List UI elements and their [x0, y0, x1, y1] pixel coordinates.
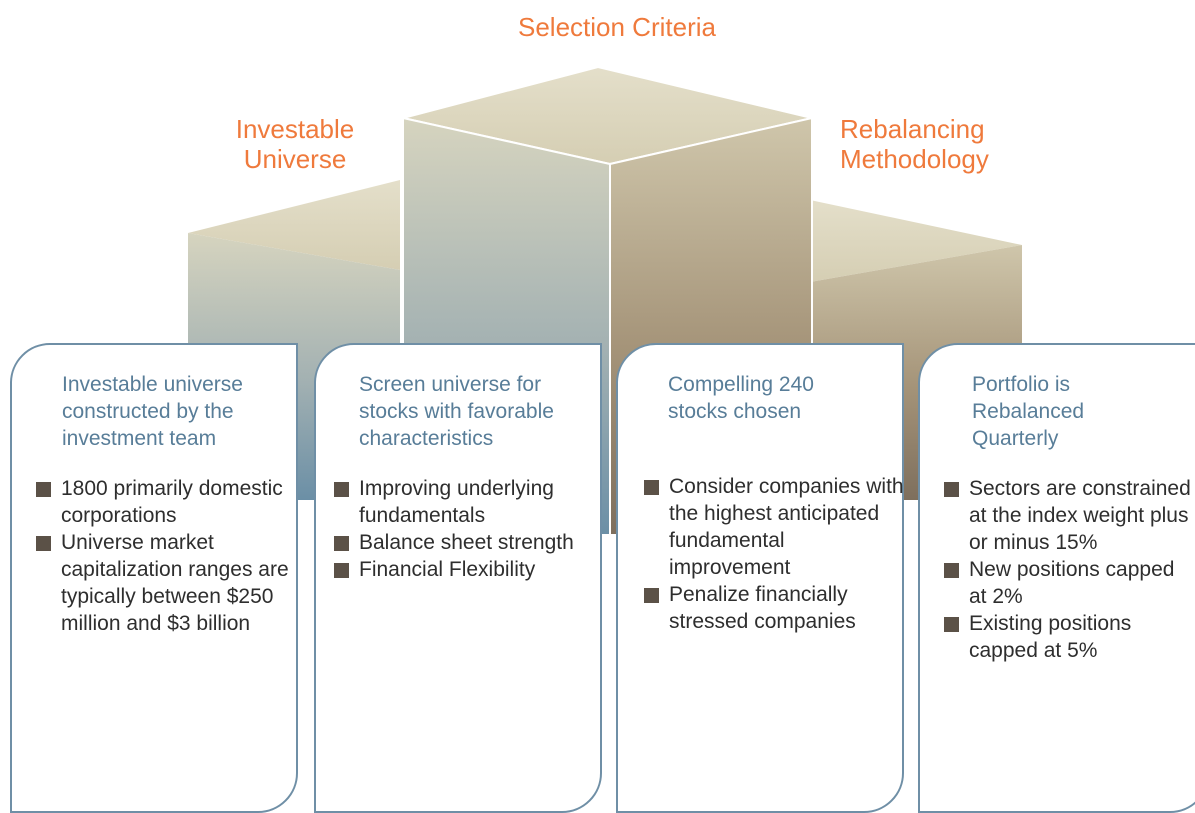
right-cube-top [810, 200, 1022, 282]
bullet-square-icon [644, 480, 659, 495]
selection-criteria-title: Selection Criteria [518, 12, 716, 42]
list-item: Balance sheet strength [332, 529, 594, 556]
card-header: Portfolio is Rebalanced Quarterly [972, 373, 1085, 450]
bullet-square-icon [334, 536, 349, 551]
bullet-square-icon [944, 617, 959, 632]
investable-universe-title: Investable Universe [235, 114, 355, 174]
bullet-square-icon [36, 482, 51, 497]
bullet-list: 1800 primarily domestic corporations Uni… [34, 475, 294, 637]
list-item: Sectors are constrained at the index wei… [942, 475, 1195, 556]
list-item: Improving underlying fundamentals [332, 475, 594, 529]
bullet-square-icon [36, 536, 51, 551]
rebalancing-methodology-title: Rebalancing Methodology [840, 114, 989, 174]
card-header: Compelling 240 stocks chosen [668, 373, 814, 423]
list-item: Consider companies with the highest anti… [642, 473, 904, 581]
list-item: Penalize financially stressed companies [642, 581, 904, 635]
card-screen-universe: Screen universe for stocks with favorabl… [314, 343, 602, 813]
card-investable-universe: Investable universe constructed by the i… [10, 343, 298, 813]
bullet-list: Sectors are constrained at the index wei… [942, 475, 1195, 664]
card-compelling-stocks: Compelling 240 stocks chosen Consider co… [616, 343, 904, 813]
bullet-list: Improving underlying fundamentals Balanc… [332, 475, 594, 583]
card-header: Screen universe for stocks with favorabl… [359, 373, 554, 450]
list-item: Existing positions capped at 5% [942, 610, 1195, 664]
left-cube-top [188, 180, 400, 270]
bullet-square-icon [644, 588, 659, 603]
list-item: Universe market capitalization ranges ar… [34, 529, 294, 637]
bullet-square-icon [334, 482, 349, 497]
list-item: 1800 primarily domestic corporations [34, 475, 294, 529]
card-header: Investable universe constructed by the i… [62, 373, 243, 450]
bullet-square-icon [944, 563, 959, 578]
bullet-square-icon [944, 482, 959, 497]
list-item: Financial Flexibility [332, 556, 594, 583]
bullet-square-icon [334, 563, 349, 578]
bullet-list: Consider companies with the highest anti… [642, 473, 904, 635]
card-rebalanced-quarterly: Portfolio is Rebalanced Quarterly Sector… [918, 343, 1195, 813]
list-item: New positions capped at 2% [942, 556, 1195, 610]
